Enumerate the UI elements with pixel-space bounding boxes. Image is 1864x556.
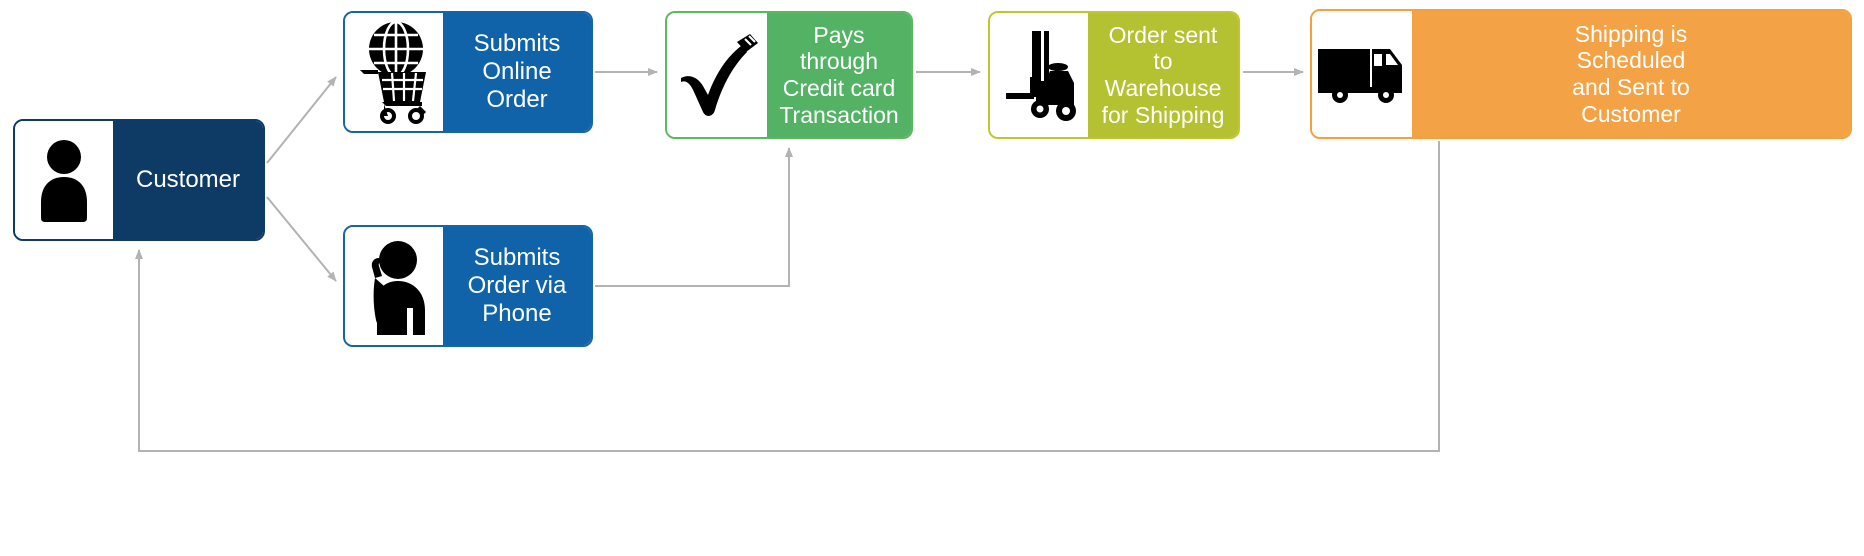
node-credit-card-label: Pays through Credit card Transaction (767, 13, 911, 137)
node-phone-order-icon-pane (345, 227, 443, 345)
forklift-icon (1006, 31, 1076, 121)
delivery-truck-icon (1318, 49, 1402, 103)
node-warehouse[interactable]: Order sent to Warehouse for Shipping (988, 11, 1240, 139)
node-warehouse-icon-pane (990, 13, 1088, 137)
node-online-order-icon-pane (345, 13, 443, 131)
node-shipping-icon-pane (1312, 11, 1412, 137)
node-shipping[interactable]: Shipping is Scheduled and Sent to Custom… (1310, 9, 1852, 139)
connector-customer-to-phone-order (266, 196, 337, 282)
node-phone-order-label: Submits Order via Phone (443, 227, 591, 345)
person-on-phone-icon (371, 241, 425, 335)
connector-shipping-to-customer-feedback (135, 141, 1440, 452)
connector-phone-order-to-credit-card (595, 147, 793, 287)
node-warehouse-label: Order sent to Warehouse for Shipping (1088, 13, 1238, 137)
node-customer-icon-pane (15, 121, 113, 239)
node-customer-label: Customer (113, 121, 263, 239)
node-online-order[interactable]: Submits Online Order (343, 11, 593, 133)
node-customer[interactable]: Customer (13, 119, 265, 241)
node-online-order-label: Submits Online Order (443, 13, 591, 131)
person-icon (41, 140, 87, 222)
node-credit-card-icon-pane (667, 13, 767, 137)
node-phone-order[interactable]: Submits Order via Phone (343, 225, 593, 347)
globe-shopping-cart-icon (360, 20, 426, 124)
node-shipping-label: Shipping is Scheduled and Sent to Custom… (1412, 11, 1850, 137)
checkmark-plug-icon (681, 34, 758, 116)
node-credit-card[interactable]: Pays through Credit card Transaction (665, 11, 913, 139)
connector-customer-to-online-order (266, 76, 337, 164)
